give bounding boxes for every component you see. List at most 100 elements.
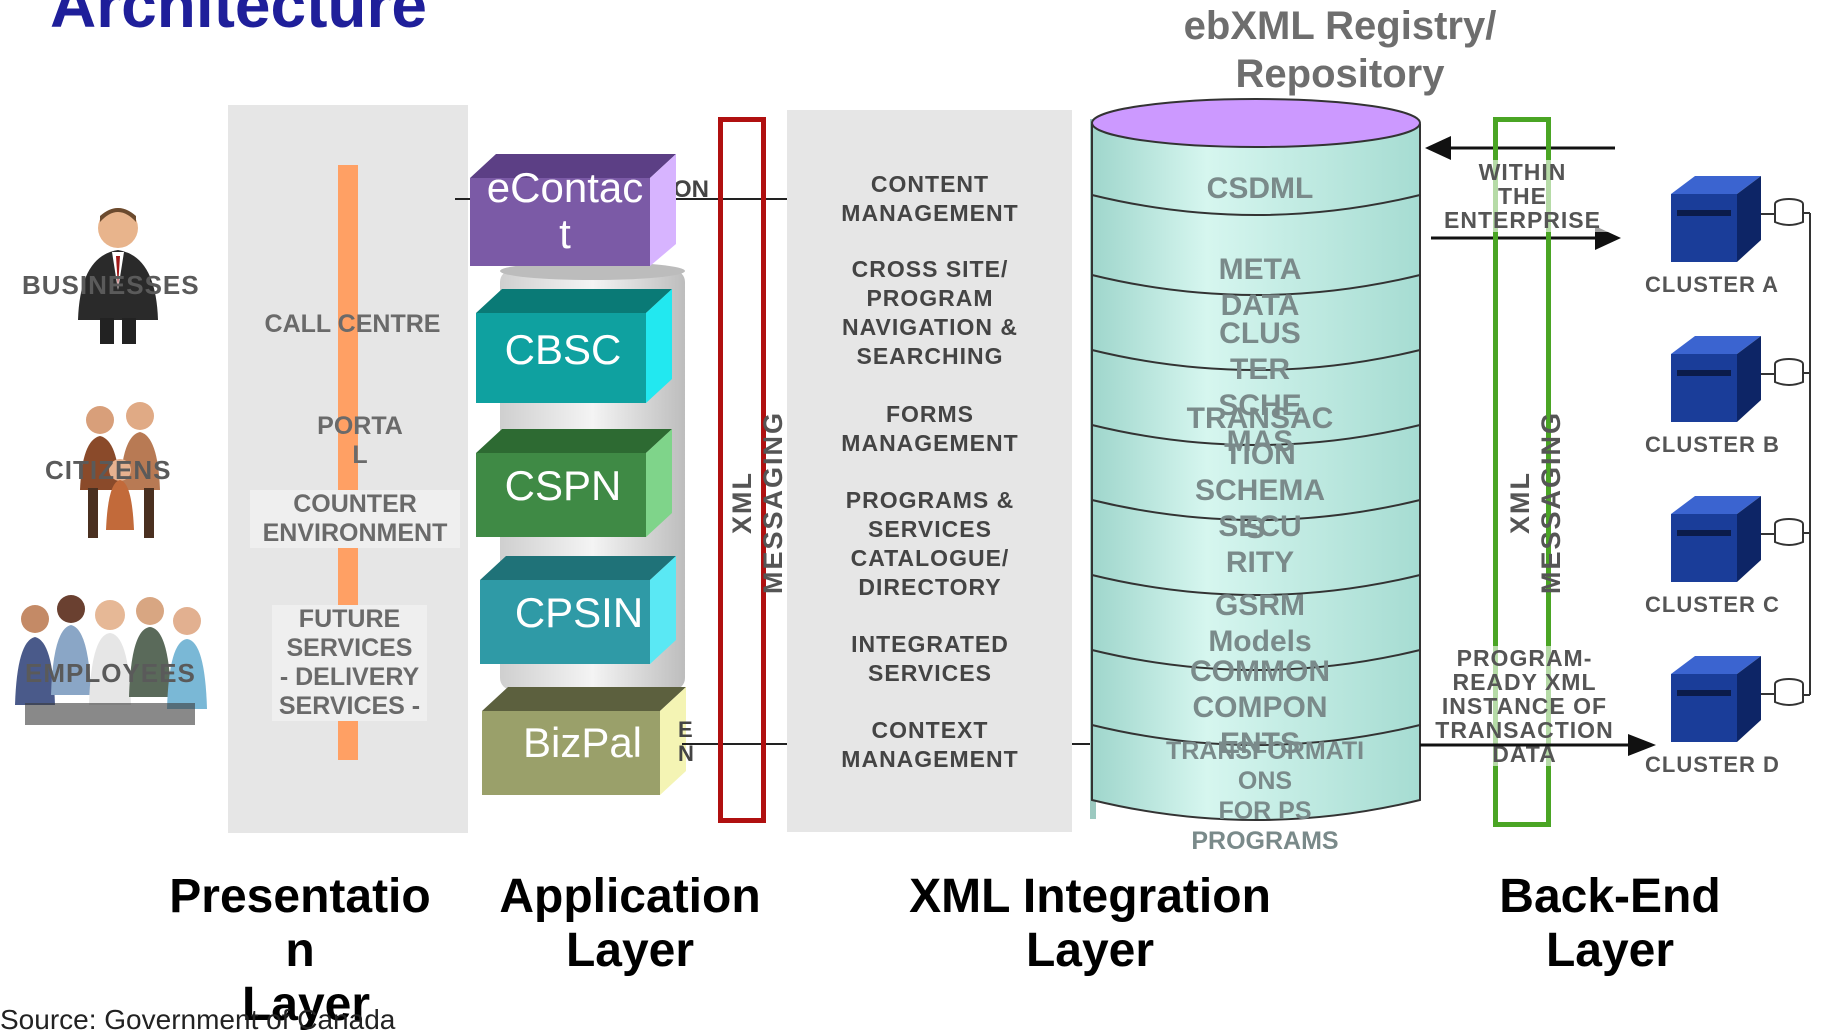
cbsc-label: CBSC [504,326,622,373]
common-line2: COMPON [1192,691,1328,724]
xml-integration-layer-caption: XML Integration Layer [880,870,1300,978]
cluster-c-server-icon [1671,496,1804,582]
programs-line3: CATALOGUE/ [850,545,1010,571]
schema-security-line3: RITY [1225,546,1295,579]
portal-line2: L [352,441,368,469]
common-line1: COMMON [1190,655,1330,688]
cspn-label: CSPN [504,462,622,509]
schema-security-line2: SECU [1218,510,1302,543]
content-line2: MANAGEMENT [841,200,1019,226]
integration-services-panel [787,110,1072,832]
counter-line2: ENVIRONMENT [262,519,448,547]
transform-line4: PROGRAMS [1191,827,1339,855]
cluster-c-label: CLUSTER C [1645,592,1780,617]
backend-layer-caption: Back-End Layer [1460,870,1760,978]
cpsin-label: CPSIN [514,589,644,636]
common-components-label: COMMON COMPON ENTS [1110,654,1410,762]
cluster-schemas-label: CLUS TER SCHE MAS [1110,316,1410,460]
cluster-b-server-icon [1671,336,1804,422]
content-line1: CONTENT [870,171,990,197]
econtact-cube [470,154,676,266]
registry-title-line1: ebXML Registry/ [1183,4,1497,48]
cross-line1: CROSS SITE/ [851,256,1009,282]
slide-title: Architecture [50,0,427,41]
programs-line2: SERVICES [868,516,992,542]
registry-title: ebXML Registry/ Repository [1110,2,1570,98]
cluster-a-label: CLUSTER A [1645,272,1780,297]
cluster-d-server-icon [1671,656,1804,742]
cross-line2: PROGRAM [866,285,994,311]
transaction-line2: TION [1224,438,1296,471]
bizpal-tail-line2: N [678,741,694,766]
businessman-image [78,208,158,344]
transform-line2: ONS [1237,767,1293,795]
application-caption-line2: Layer [565,924,695,977]
cluster-a-server-icon [1671,176,1804,262]
schema-security-line1: SCHEMA [1194,474,1325,507]
within-line2: THE [1498,183,1547,209]
meta-data-label: META DATA [1110,252,1410,324]
xml-messaging-left-box [718,117,766,823]
future-line2: SERVICES [286,634,413,662]
future-line3: - DELIVERY [279,663,420,691]
actor-citizens: CITIZENS [45,455,172,485]
context-line1: CONTEXT [871,717,989,743]
bizpal-label: BizPal [522,719,643,766]
transaction-label: TRANSAC TION [1110,401,1410,473]
xml-messaging-right-box [1493,117,1551,827]
portal-line1: PORTA [317,412,403,440]
programs-line1: PROGRAMS & [845,487,1015,513]
econtact-line1: eContac [486,164,644,211]
cross-line4: SEARCHING [856,343,1004,369]
programs-services-label: PROGRAMS & SERVICES CATALOGUE/ DIRECTORY [800,486,1060,602]
security-overlap-letter: S [1244,512,1265,545]
registry-title-line2: Repository [1235,52,1445,96]
citizens-image [80,402,160,538]
econtact-label: eContac t [480,165,650,257]
csdml-label: CSDML [1206,172,1314,205]
transform-line3: FOR PS [1218,797,1312,825]
xml-messaging-right-label: XML MESSAGING [1505,410,1566,595]
registry-database [1090,98,1421,821]
cluster-schemas-line4: MAS [1226,425,1294,458]
actor-employees: EMPLOYEES [25,658,196,688]
counter-line1: COUNTER [293,490,417,518]
schema-security-label: SCHEMA SECU RITY [1110,473,1410,581]
bizpal-cube [482,687,686,795]
gsrm-models-label: GSRM Models [1110,588,1410,660]
application-caption-line1: Application [499,870,761,923]
transformations-label: TRANSFORMATI ONS FOR PS PROGRAMS [1110,736,1420,856]
arrow-right-head [1595,226,1621,250]
content-management-label: CONTENT MANAGEMENT [800,170,1060,228]
within-enterprise-label: WITHIN THE ENTERPRISE [1430,160,1615,232]
integrated-line2: SERVICES [868,660,992,686]
future-line1: FUTURE [298,605,401,633]
backend-caption-line1: Back-End [1499,870,1721,923]
within-line3: ENTERPRISE [1444,207,1601,233]
cross-site-label: CROSS SITE/ PROGRAM NAVIGATION & SEARCHI… [800,255,1060,371]
cross-line3: NAVIGATION & [842,314,1018,340]
transaction-line1: TRANSAC [1186,402,1334,435]
common-line3: ENTS [1219,727,1300,760]
actor-businesses: BUSINESSES [22,270,200,300]
cbsc-cube [476,289,672,403]
transaction-arrow [1420,734,1656,756]
bizpal-tail-line1: E [678,717,693,742]
within-line1: WITHIN [1478,159,1567,185]
presentation-caption-line1: Presentatio [169,870,431,923]
db-segments [1091,124,1421,821]
program-ready-line2: READY XML [1452,669,1597,695]
forms-line2: MANAGEMENT [841,430,1019,456]
backend-caption-line2: Layer [1545,924,1675,977]
counter-environment-label: COUNTER ENVIRONMENT [250,490,460,548]
xml-integration-caption-line2: Layer [1025,924,1155,977]
program-ready-line3: INSTANCE OF [1441,693,1608,719]
cluster-schemas-line1: CLUS [1219,317,1301,350]
application-cylinder-top [500,262,685,280]
meta-line1: META [1218,253,1302,286]
forms-management-label: FORMS MANAGEMENT [800,400,1060,458]
cluster-schemas-line2: TER [1230,353,1290,386]
econtact-line2: t [559,210,571,257]
integrated-services-label: INTEGRATED SERVICES [800,630,1060,688]
bizpal-tail-text: E N [678,718,694,766]
